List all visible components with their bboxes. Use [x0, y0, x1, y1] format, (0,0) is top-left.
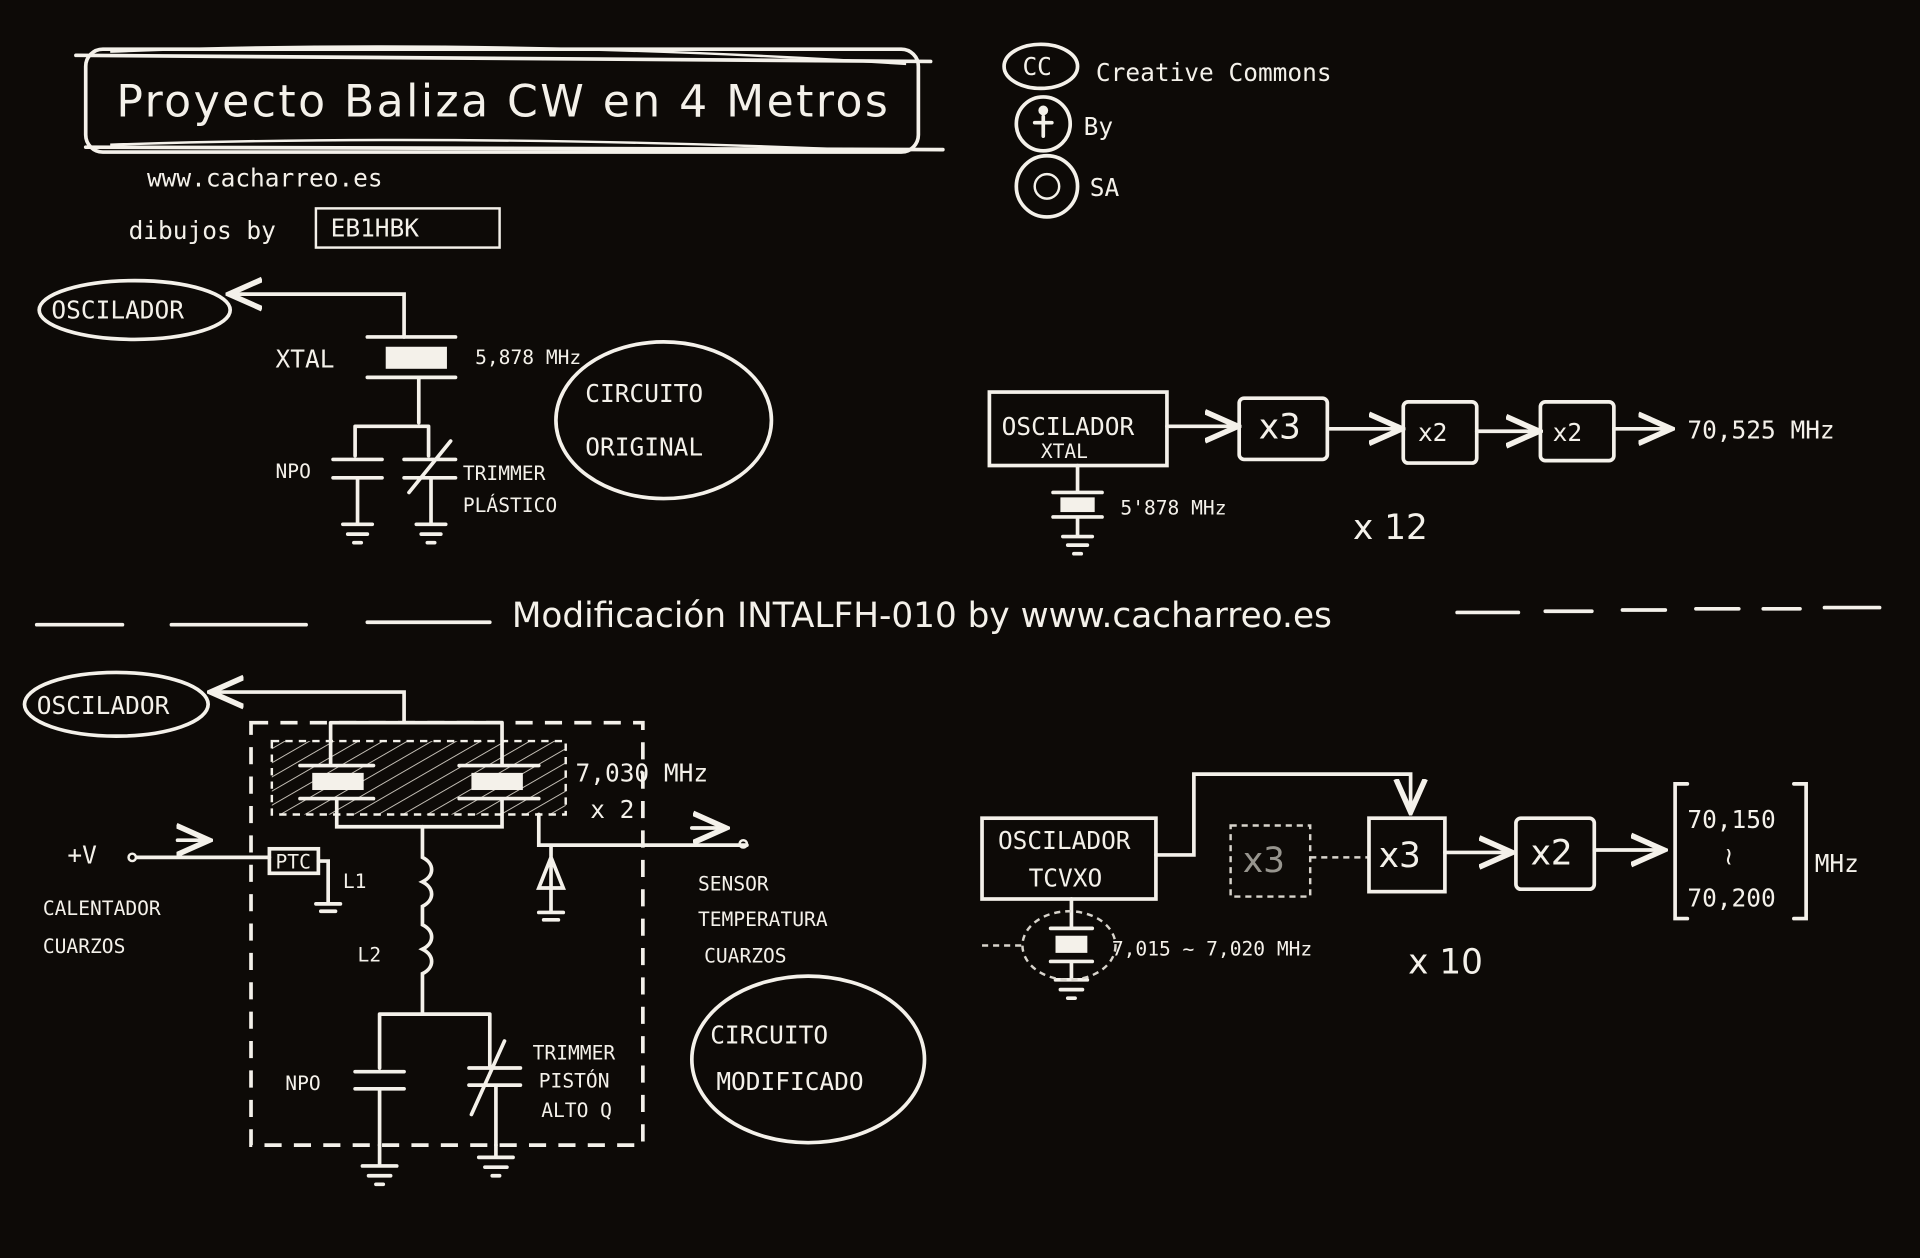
- credit-prefix: dibujos by: [129, 216, 276, 245]
- xtal-icon: [385, 346, 447, 369]
- sensor-label: SENSOR: [698, 872, 769, 895]
- modified-npo-label: NPO: [285, 1072, 320, 1095]
- trimmer-type: PLÁSTICO: [463, 494, 557, 517]
- modified-chain-osc-label: OSCILADOR: [998, 826, 1131, 855]
- ptc-label: PTC: [276, 850, 311, 873]
- cc-icon: [1002, 42, 1080, 91]
- bypassed-mult: x3: [1243, 841, 1285, 881]
- npo-label: NPO: [276, 460, 311, 483]
- cc-text: CC: [1022, 52, 1051, 81]
- modified-chain-xtal-freq: 7,015 ~ 7,020 MHz: [1112, 937, 1312, 960]
- inductor-icons: [418, 824, 434, 1016]
- modified-xtal-freq: 7,030 MHz: [576, 758, 709, 787]
- credit-callsign: EB1HBK: [331, 214, 420, 243]
- chain-xtal-freq: 5'878 MHz: [1120, 497, 1226, 520]
- modified-total-mult: x 10: [1408, 943, 1483, 983]
- mult-x3: x3: [1259, 408, 1301, 448]
- circuit-original-label: CIRCUITO: [585, 379, 703, 408]
- license-name: Creative Commons: [1096, 58, 1332, 87]
- divider-text: Modificación INTALFH-010 by www.cacharre…: [512, 596, 1332, 636]
- xtal-label: XTAL: [276, 345, 335, 374]
- l1-label: L1: [343, 870, 367, 893]
- original-chain: OSCILADOR XTAL x3 x2 x2 70,525 MHz 5'878…: [987, 390, 1835, 556]
- xtal-freq: 5,878 MHz: [475, 346, 581, 369]
- website-text: www.cacharreo.es: [147, 163, 383, 192]
- modified-chain-osc-sub: TCVXO: [1029, 864, 1103, 893]
- modified-circuit: OSCILADOR 7,030 MHz x 2 +V PTC L1 CALENT…: [22, 670, 927, 1187]
- output-range-bracket: [1673, 782, 1808, 921]
- title-banner: Proyecto Baliza CW en 4 Metros: [74, 45, 945, 154]
- circuit-modified-label-2: MODIFICADO: [716, 1067, 863, 1096]
- mult-x2: x2: [1418, 418, 1447, 447]
- title-text: Proyecto Baliza CW en 4 Metros: [116, 77, 890, 128]
- total-mult: x 12: [1353, 508, 1428, 548]
- mult-x2-b: x2: [1553, 418, 1582, 447]
- chain-osc-label: OSCILADOR: [1002, 412, 1135, 441]
- original-oscillator-label: OSCILADOR: [51, 296, 184, 325]
- modified-mult-x2: x2: [1531, 834, 1573, 874]
- output-low: 70,150: [1687, 805, 1775, 834]
- output-separator: ≀: [1724, 842, 1733, 871]
- capacitor-icons: [331, 439, 458, 495]
- original-circuit: OSCILADOR XTAL 5,878 MHz NPO TRIMMER PLÁ…: [37, 281, 774, 545]
- ground-icons: [341, 475, 448, 545]
- sensor-label-3: CUARZOS: [704, 945, 787, 968]
- modified-oscillator-label: OSCILADOR: [37, 691, 170, 720]
- bypassed-mult-box: [1229, 824, 1312, 898]
- chain-osc-sub: XTAL: [1041, 440, 1088, 463]
- modified-trimmer-label: TRIMMER: [533, 1041, 616, 1064]
- share-alike-icon: [1014, 153, 1080, 219]
- by-text: By: [1084, 112, 1113, 141]
- supply-label: +V: [67, 840, 97, 869]
- modified-trimmer-q: ALTO Q: [541, 1099, 612, 1122]
- sensor-label-2: TEMPERATURA: [698, 908, 828, 931]
- modified-mult-x3: x3: [1379, 836, 1421, 876]
- modified-xtal-mult: x 2: [590, 795, 634, 824]
- by-person-icon: [1014, 95, 1073, 153]
- credit: dibujos by EB1HBK: [129, 207, 501, 249]
- heater-label: CALENTADOR: [43, 897, 161, 920]
- l2-label: L2: [358, 943, 382, 966]
- heater-label-2: CUARZOS: [43, 935, 126, 958]
- section-divider: Modificación INTALFH-010 by www.cacharre…: [34, 596, 1882, 636]
- temp-sensor-diode: [536, 812, 749, 922]
- circuit-original-label-2: ORIGINAL: [585, 433, 703, 462]
- modified-chain: OSCILADOR TCVXO x3 x3 x2 70,150 ≀ 70,200…: [980, 772, 1859, 1001]
- trimmer-label: TRIMMER: [463, 462, 546, 485]
- output-unit: MHz: [1815, 849, 1859, 878]
- modified-trimmer-type: PISTÓN: [539, 1069, 610, 1093]
- chain-output: 70,525 MHz: [1687, 416, 1834, 445]
- license-block: CC Creative Commons By SA: [1002, 42, 1332, 219]
- output-high: 70,200: [1687, 883, 1775, 912]
- circuit-modified-label: CIRCUITO: [710, 1020, 828, 1049]
- sa-text: SA: [1090, 173, 1120, 202]
